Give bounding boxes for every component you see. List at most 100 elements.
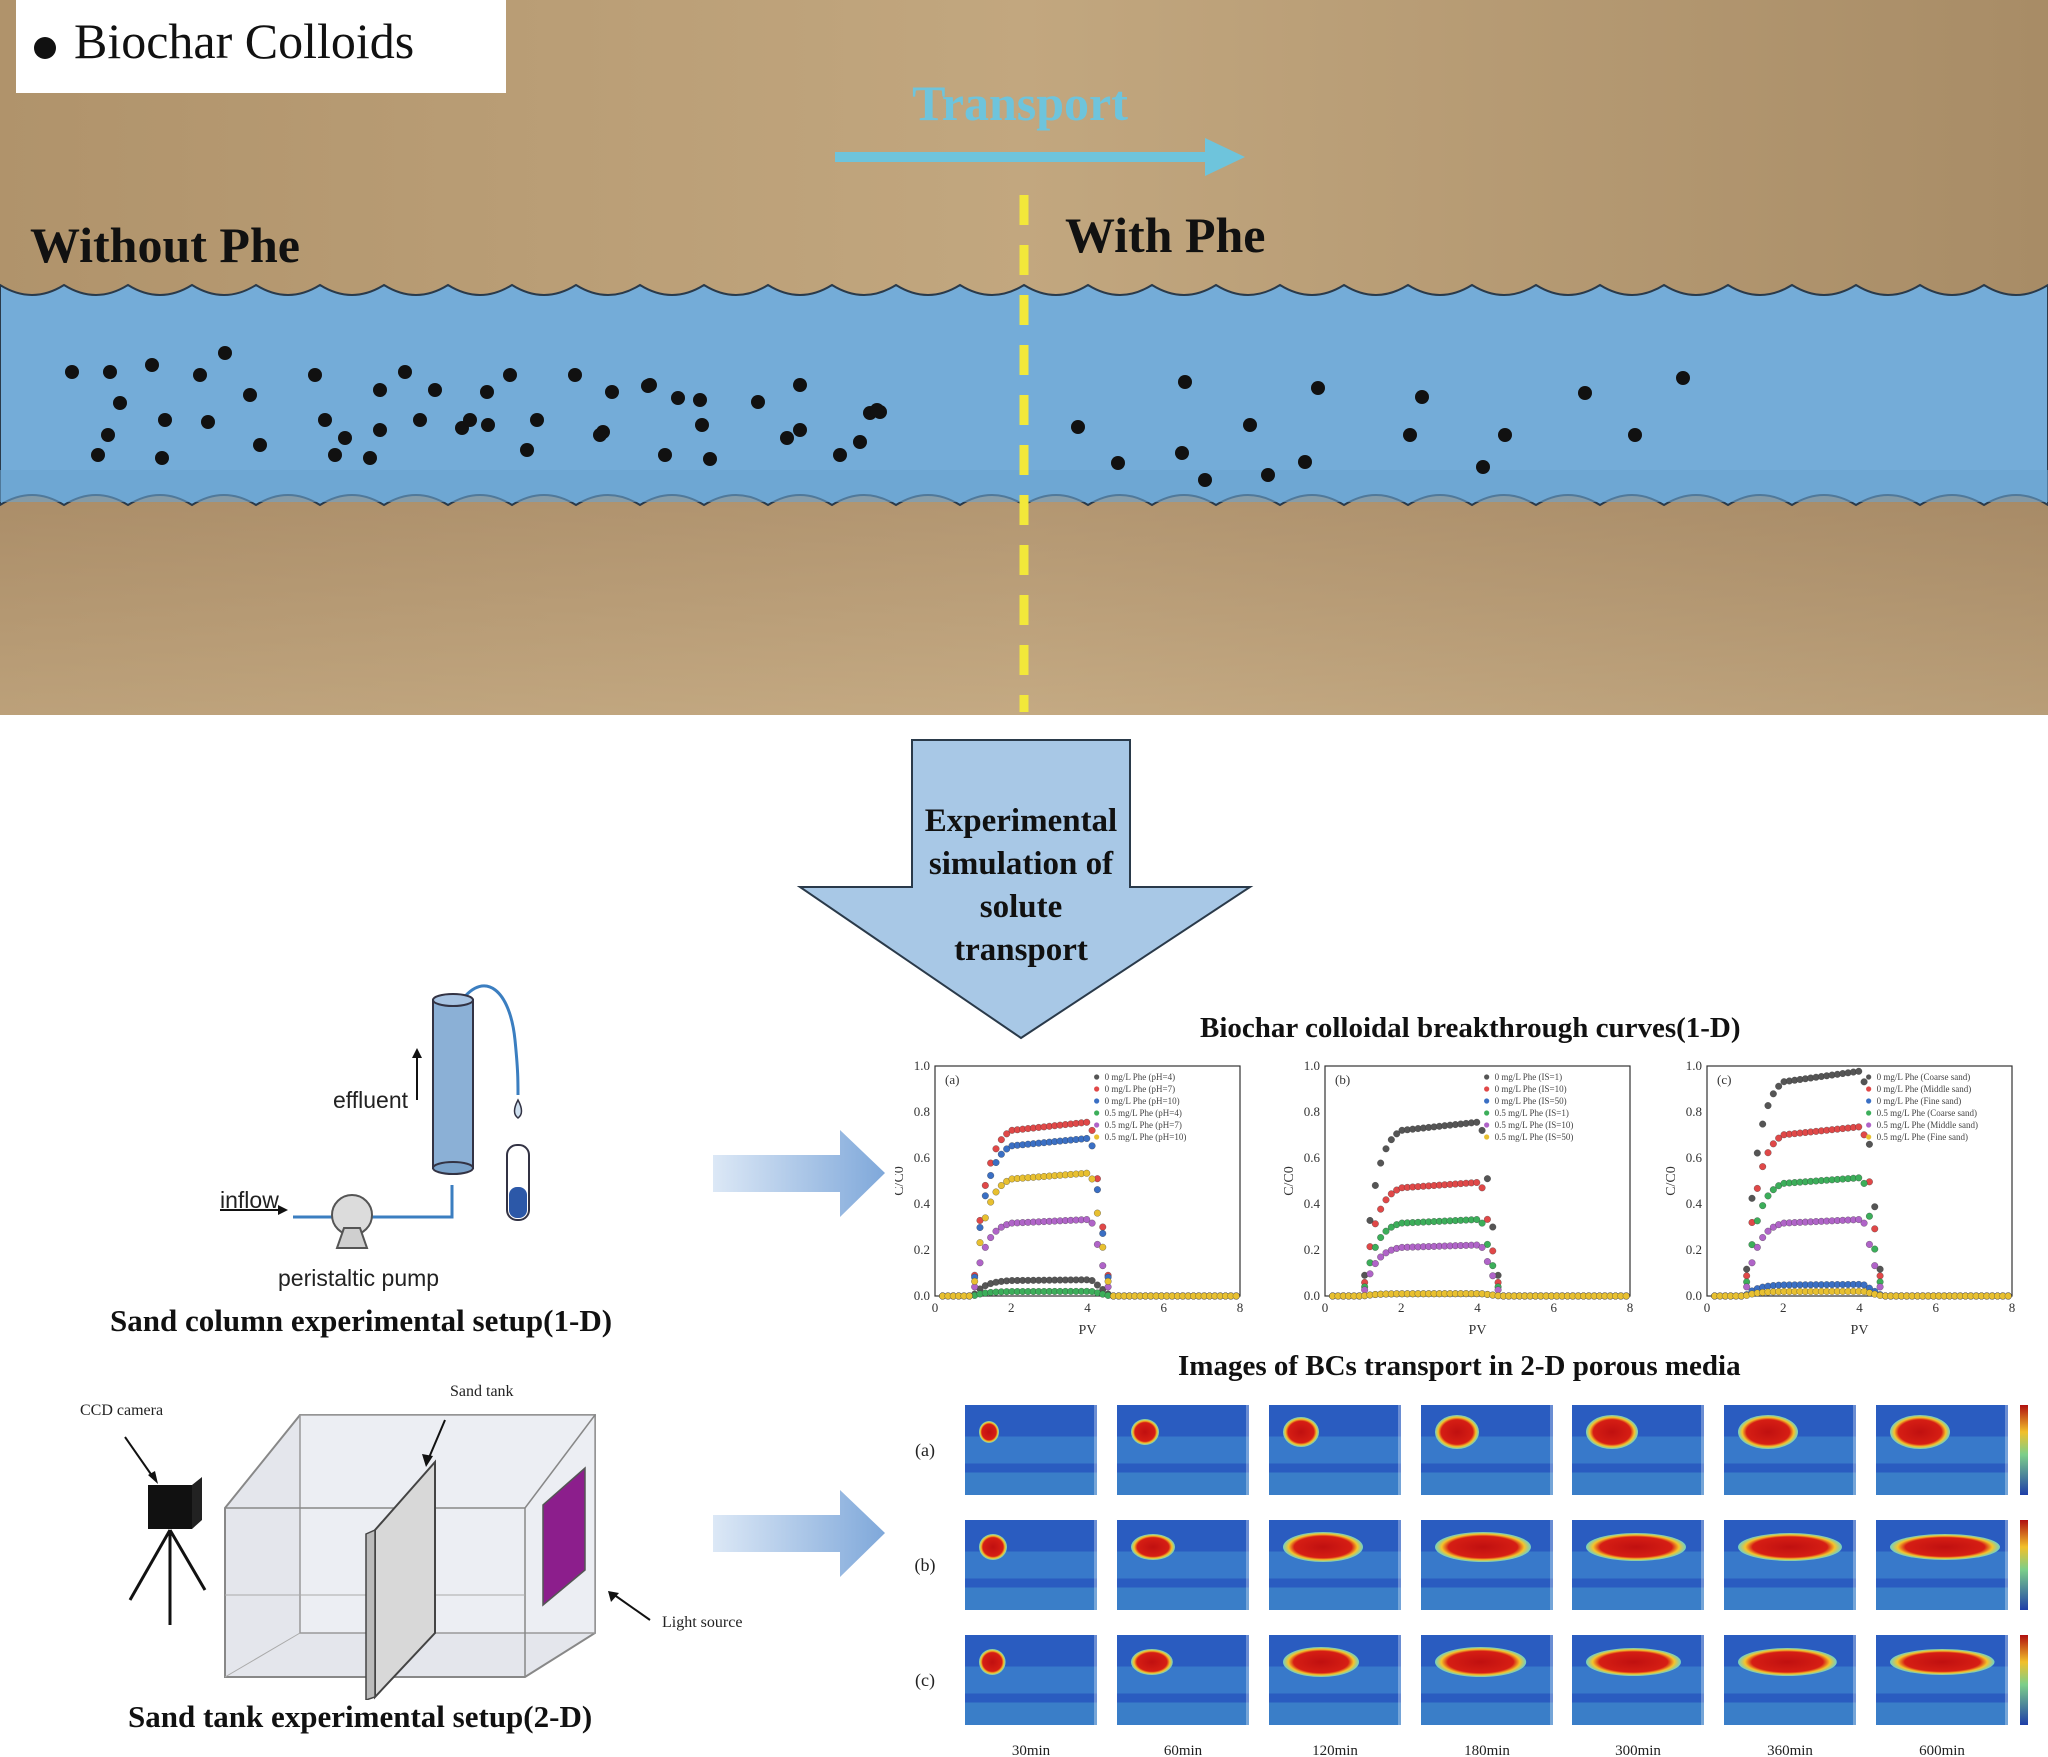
camera-label: CCD camera — [80, 1402, 164, 1419]
legend-marker — [1094, 1110, 1100, 1116]
biochar-particle — [693, 393, 707, 407]
colloid-plume — [979, 1421, 999, 1443]
with-phe-label: With Phe — [1065, 207, 1266, 263]
legend-marker — [1484, 1086, 1490, 1092]
data-point — [1483, 1175, 1491, 1183]
simulation-line-2: simulation of — [928, 846, 1114, 882]
legend-marker — [1866, 1134, 1872, 1140]
data-point — [1489, 1262, 1497, 1270]
x-tick-label: 0 — [1322, 1300, 1329, 1315]
biochar-particle — [338, 431, 352, 445]
biochar-particle — [793, 378, 807, 392]
colloid-plume — [1435, 1415, 1479, 1449]
drop-icon — [513, 1098, 523, 1119]
data-point — [992, 1159, 1000, 1166]
legend-marker — [1094, 1074, 1100, 1080]
legend-entry: 0 mg/L Phe (pH=7) — [1105, 1084, 1175, 1094]
data-point — [1377, 1205, 1385, 1213]
legend-marker — [1484, 1098, 1490, 1104]
y-axis-label: C/C0 — [895, 1166, 907, 1196]
time-label: 120min — [1312, 1743, 1358, 1757]
data-point — [1371, 1243, 1379, 1251]
data-point — [1489, 1272, 1497, 1280]
legend-label: Biochar Colloids — [74, 13, 415, 69]
time-label: 600min — [1919, 1743, 1965, 1757]
biochar-particle — [463, 413, 477, 427]
data-point — [976, 1239, 984, 1247]
y-tick-label: 0.2 — [914, 1242, 930, 1257]
colloid-plume — [1738, 1533, 1842, 1561]
data-point — [1093, 1240, 1101, 1248]
inflow-label: inflow — [220, 1187, 279, 1213]
transport-image — [1421, 1520, 1553, 1610]
y-tick-label: 0.0 — [914, 1288, 930, 1303]
simulation-line-1: Experimental — [924, 803, 1118, 839]
data-point — [1759, 1163, 1767, 1171]
transport-image — [1117, 1405, 1249, 1495]
data-point — [1093, 1186, 1101, 1194]
biochar-particle — [1676, 371, 1690, 385]
data-point — [1769, 1186, 1777, 1194]
colloid-plume — [1131, 1649, 1173, 1675]
legend-marker — [1094, 1122, 1100, 1128]
data-point — [992, 1145, 1000, 1153]
biochar-particle — [398, 365, 412, 379]
row-label: (c) — [915, 1670, 935, 1691]
y-tick-label: 0.4 — [914, 1196, 931, 1211]
biochar-particle — [1261, 468, 1275, 482]
data-point — [1099, 1243, 1107, 1251]
y-tick-label: 0.2 — [1686, 1242, 1702, 1257]
data-point — [1753, 1184, 1761, 1192]
transport-image — [1269, 1635, 1401, 1725]
legend-marker — [1094, 1134, 1100, 1140]
data-point — [1871, 1203, 1879, 1211]
biochar-particle — [103, 365, 117, 379]
legend-entry: 0 mg/L Phe (IS=10) — [1495, 1084, 1567, 1094]
legend-marker — [1866, 1086, 1872, 1092]
data-point — [981, 1243, 989, 1251]
data-point — [1764, 1192, 1772, 1200]
sand-column — [432, 999, 474, 1169]
data-point — [1083, 1135, 1091, 1142]
data-point — [1003, 1145, 1011, 1153]
y-tick-label: 0.8 — [1304, 1104, 1320, 1119]
y-tick-label: 0.2 — [1304, 1242, 1320, 1257]
legend-entry: 0 mg/L Phe (Middle sand) — [1877, 1084, 1972, 1094]
biochar-particle — [1111, 456, 1125, 470]
panel-label: (a) — [945, 1072, 959, 1087]
data-point — [987, 1198, 995, 1206]
light-source-panel — [542, 1466, 586, 1607]
data-point — [1865, 1240, 1873, 1248]
legend-entry: 0 mg/L Phe (IS=1) — [1495, 1072, 1563, 1082]
data-point — [1860, 1078, 1868, 1086]
y-tick-label: 0.0 — [1304, 1288, 1320, 1303]
arrow-to-curves — [713, 1130, 885, 1217]
biochar-particle — [853, 435, 867, 449]
transport-image — [965, 1635, 1097, 1725]
data-point — [1769, 1090, 1777, 1098]
biochar-particle — [1628, 428, 1642, 442]
biochar-particle — [413, 413, 427, 427]
biochar-particle — [1298, 455, 1312, 469]
legend-box: Biochar Colloids — [16, 0, 506, 93]
legend-marker — [1866, 1098, 1872, 1104]
ccd-camera-icon — [148, 1485, 192, 1529]
transport-arrow-head — [1205, 138, 1245, 176]
biochar-particle — [605, 385, 619, 399]
data-point — [2004, 1292, 2012, 1300]
biochar-particle — [158, 413, 172, 427]
sand-column-diagram — [220, 984, 530, 1249]
biochar-particle — [155, 451, 169, 465]
legend-entry: 0 mg/L Phe (Coarse sand) — [1877, 1072, 1971, 1082]
data-point — [1083, 1169, 1091, 1177]
data-point — [1483, 1240, 1491, 1248]
time-label: 300min — [1615, 1743, 1661, 1757]
time-label: 360min — [1767, 1743, 1813, 1757]
data-point — [1764, 1149, 1772, 1157]
x-tick-label: 4 — [1856, 1300, 1863, 1315]
biochar-particle — [101, 428, 115, 442]
biochar-particle — [1178, 375, 1192, 389]
row-label: (b) — [915, 1555, 936, 1576]
biochar-particle — [428, 383, 442, 397]
